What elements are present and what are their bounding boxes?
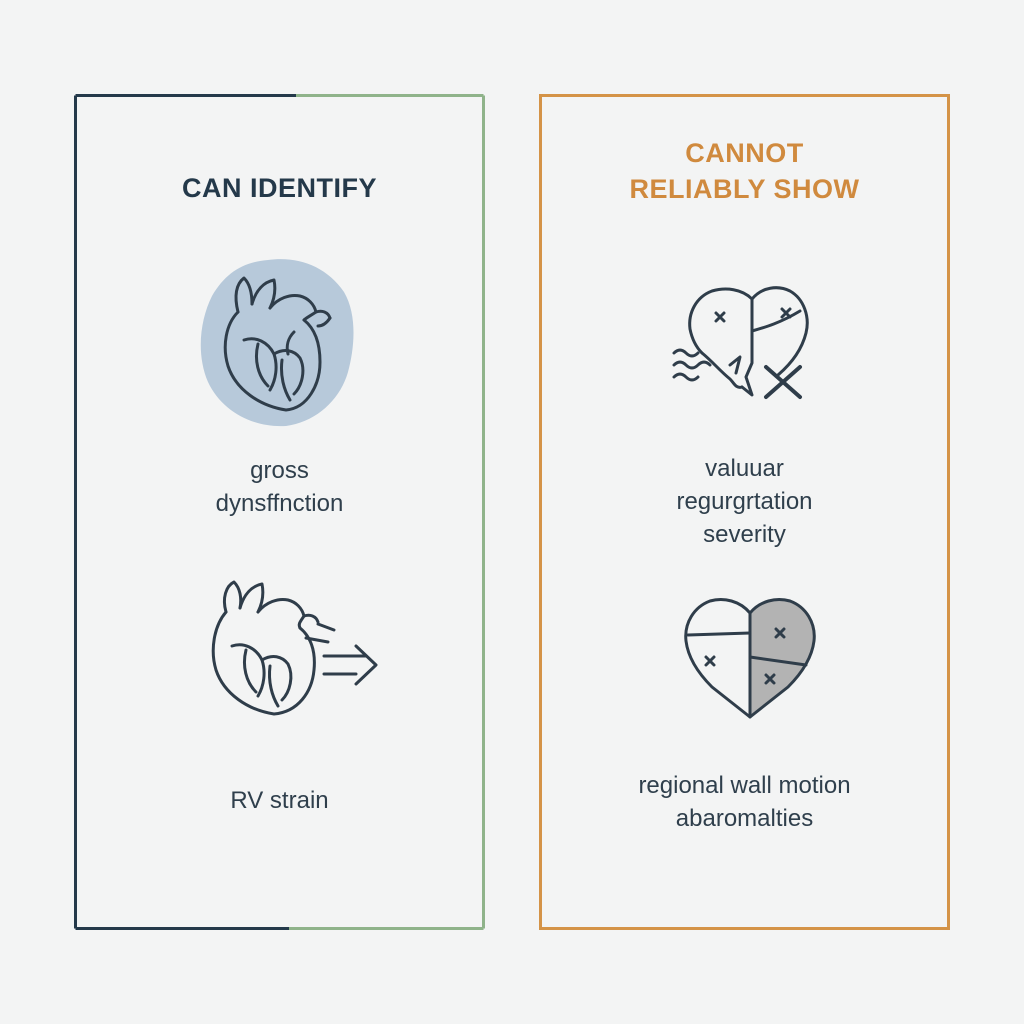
- label-line: regional wall motion: [638, 772, 851, 799]
- heart-segments-x-icon: [684, 598, 816, 719]
- rv-strain-label: RV strain: [74, 784, 485, 817]
- gross-dysfunction-label: gross dynsffnction: [74, 454, 485, 520]
- heading-line: CANNOT: [685, 138, 804, 168]
- can-identify-heading: CAN IDENTIFY: [74, 170, 485, 206]
- label-line: dynsffnction: [215, 490, 344, 517]
- regional-wall-motion-label: regional wall motion abaromalties: [542, 769, 947, 835]
- label-line: severity: [703, 521, 786, 548]
- cannot-reliably-show-heading: CANNOT RELIABLY SHOW: [539, 135, 950, 207]
- label-line: gross: [250, 457, 309, 484]
- label-line: valuuar: [705, 455, 784, 482]
- heading-line: RELIABLY SHOW: [629, 174, 860, 204]
- heart-strain-arrow-icon: [211, 580, 378, 716]
- label-line: regurgrtation: [676, 488, 813, 515]
- heart-anatomical-icon: [200, 259, 354, 427]
- cannot-reliably-show-panel: CANNOT RELIABLY SHOW valuuar regurgrtati…: [539, 94, 950, 930]
- label-line: RV strain: [230, 787, 329, 814]
- panel-border: [74, 94, 485, 930]
- can-identify-title: CAN IDENTIFY: [182, 173, 377, 203]
- heart-regurgitation-x-icon: [672, 286, 809, 399]
- valvular-regurgitation-label: valuuar regurgrtation severity: [542, 452, 947, 551]
- can-identify-panel: CAN IDENTIFY gross dynsffnction: [74, 94, 485, 930]
- label-line: abaromalties: [675, 805, 814, 832]
